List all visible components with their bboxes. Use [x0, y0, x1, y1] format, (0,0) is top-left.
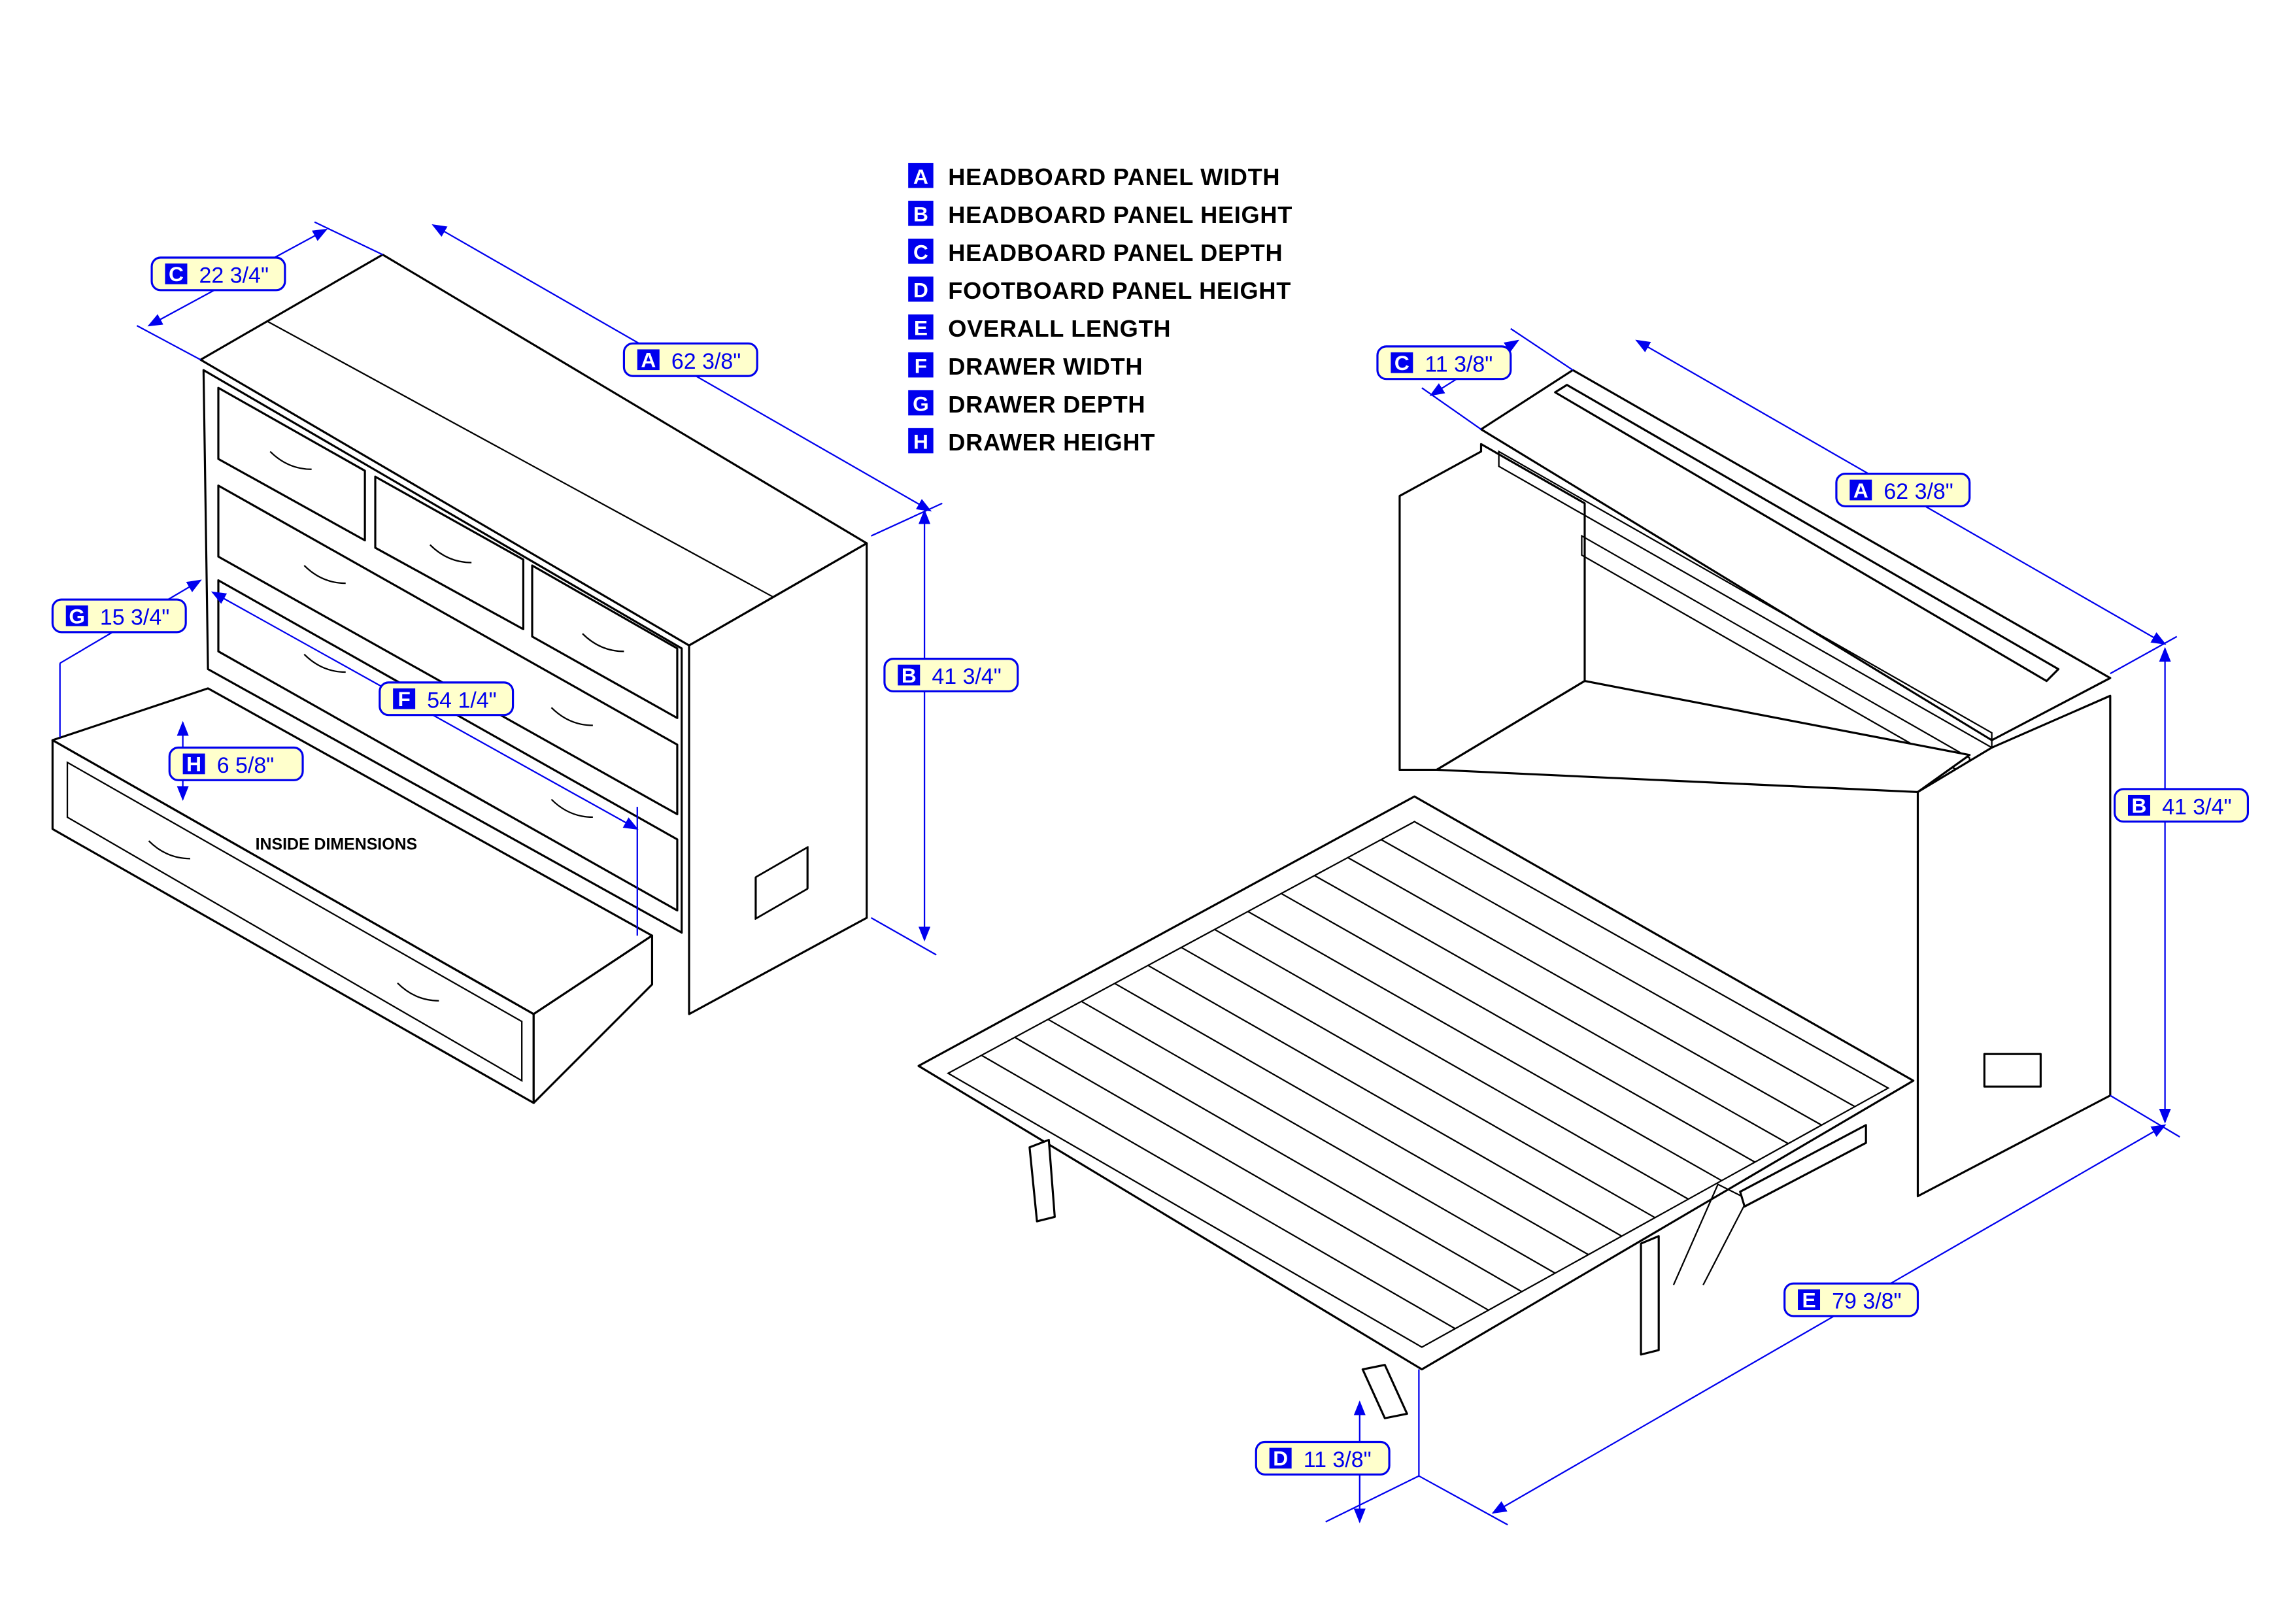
tag-value: 79 3/8"	[1832, 1289, 1901, 1314]
footboard-leg-left	[1028, 1138, 1056, 1223]
legend-letter: E	[914, 316, 928, 340]
legend-letter: A	[913, 165, 928, 188]
tag-letter-box	[1391, 352, 1413, 373]
tag-value: 11 3/8"	[1425, 352, 1493, 377]
tag-letter: C	[1394, 351, 1410, 375]
legend-label: HEADBOARD PANEL DEPTH	[948, 239, 1283, 266]
slat	[1281, 892, 1755, 1163]
legend-label: DRAWER DEPTH	[948, 391, 1145, 418]
dimension-tag-open-view-b: B 41 3/4"	[2114, 788, 2250, 823]
tag-letter: F	[397, 687, 410, 711]
dimension-tag-closed-view-g: G 15 3/4"	[51, 598, 187, 634]
tag-value: 22 3/4"	[199, 263, 269, 288]
tag-letter-box	[898, 664, 920, 686]
legend-label: DRAWER WIDTH	[948, 353, 1143, 380]
legend-label: DRAWER HEIGHT	[948, 429, 1155, 456]
dimension-tag-open-view-e: E 79 3/8"	[1783, 1282, 1919, 1317]
tag-letter: A	[1853, 479, 1868, 502]
dimension-tag-open-view-d: D 11 3/8"	[1255, 1440, 1391, 1476]
legend: A HEADBOARD PANEL WIDTH B HEADBOARD PANEL H…	[908, 163, 1292, 456]
tag-value: 11 3/8"	[1304, 1447, 1372, 1472]
tag-letter: D	[1273, 1447, 1288, 1470]
power-outlet	[1983, 1053, 2042, 1088]
legend-letter: B	[913, 203, 928, 226]
open-bed-drawing	[917, 369, 2112, 1419]
tag-letter: B	[902, 664, 917, 687]
drawer-top-left	[217, 386, 366, 542]
tag-value: 15 3/4"	[100, 605, 169, 630]
legend-item: B HEADBOARD PANEL HEIGHT	[908, 201, 1292, 228]
slat	[1381, 839, 1855, 1108]
legend-letter: G	[913, 392, 929, 416]
dimension-tag-open-view-a: A 62 3/8"	[1835, 473, 1971, 507]
slat	[1347, 856, 1822, 1126]
mattress-platform	[917, 795, 1915, 1371]
tag-letter-box	[637, 349, 660, 371]
legend-label: FOOTBOARD PANEL HEIGHT	[948, 277, 1291, 304]
legend-letter: H	[913, 430, 928, 454]
tag-letter-box	[182, 753, 205, 775]
legend-letter-box	[908, 201, 934, 226]
headboard-rail	[1554, 384, 2060, 683]
legend-item: A HEADBOARD PANEL WIDTH	[908, 163, 1280, 190]
tag-letter: H	[186, 753, 201, 776]
tag-value: 41 3/4"	[2162, 794, 2231, 819]
tag-letter: C	[169, 262, 184, 286]
inside-dimensions-note: INSIDE DIMENSIONS	[256, 836, 418, 854]
tag-letter-box	[2128, 794, 2150, 816]
tag-letter: E	[1802, 1288, 1815, 1311]
slat	[1014, 1036, 1489, 1311]
dimension-tag-open-view-c: C 11 3/8"	[1376, 345, 1512, 381]
support-leg	[1640, 1235, 1660, 1356]
tag-value: 62 3/8"	[671, 349, 741, 374]
tag-letter: B	[2132, 794, 2147, 817]
tag-letter-box	[1849, 479, 1872, 501]
tag-letter-box	[393, 688, 416, 709]
dimension-tag-closed-view-f: F 54 1/4"	[379, 681, 515, 717]
legend-item: G DRAWER DEPTH	[908, 390, 1145, 418]
dimension-tags: C 22 3/4" A 62 3/8" B 41 3/4" G 15 3/4" F 54 1/4"…	[51, 256, 2250, 1476]
cabinet-side	[688, 542, 868, 1015]
legend-letter: D	[913, 279, 928, 302]
tag-letter-box	[165, 263, 188, 284]
footboard-leg-front	[1361, 1364, 1408, 1419]
tag-value: 6 5/8"	[217, 753, 275, 778]
legend-item: F DRAWER WIDTH	[908, 352, 1143, 380]
legend-item: H DRAWER HEIGHT	[908, 428, 1155, 456]
headboard-shelf	[1435, 680, 1971, 794]
tag-letter: A	[641, 348, 656, 372]
headboard-back	[1398, 443, 1586, 771]
legend-letter: F	[915, 354, 927, 378]
legend-label: HEADBOARD PANEL WIDTH	[948, 163, 1280, 190]
legend-item: E OVERALL LENGTH	[908, 314, 1171, 342]
tag-letter: G	[69, 604, 85, 628]
legend-item: D FOOTBOARD PANEL HEIGHT	[908, 276, 1291, 304]
legend-label: HEADBOARD PANEL HEIGHT	[948, 201, 1292, 228]
dimension-tag-closed-view-h: H 6 5/8"	[168, 746, 304, 781]
dimension-tag-closed-view-b: B 41 3/4"	[883, 658, 1019, 693]
tag-value: 41 3/4"	[932, 664, 1001, 689]
tag-letter-box	[65, 605, 88, 626]
tag-letter-box	[1798, 1289, 1821, 1310]
legend-letter-box	[908, 163, 934, 188]
tag-value: 54 1/4"	[427, 688, 496, 713]
slat	[1314, 875, 1789, 1145]
tag-letter-box	[1269, 1447, 1292, 1469]
dimension-tag-closed-view-c: C 22 3/4"	[150, 256, 286, 292]
legend-letter: C	[913, 241, 928, 264]
legend-label: OVERALL LENGTH	[948, 315, 1171, 342]
slat	[981, 1055, 1456, 1330]
closed-cabinet-drawing: INSIDE DIMENSIONS	[51, 253, 868, 1104]
tag-value: 62 3/8"	[1883, 479, 1953, 504]
dimension-tag-closed-view-a: A 62 3/8"	[622, 342, 758, 377]
legend-item: C HEADBOARD PANEL DEPTH	[908, 239, 1283, 266]
slat	[1081, 1000, 1556, 1274]
slat	[1047, 1019, 1523, 1293]
